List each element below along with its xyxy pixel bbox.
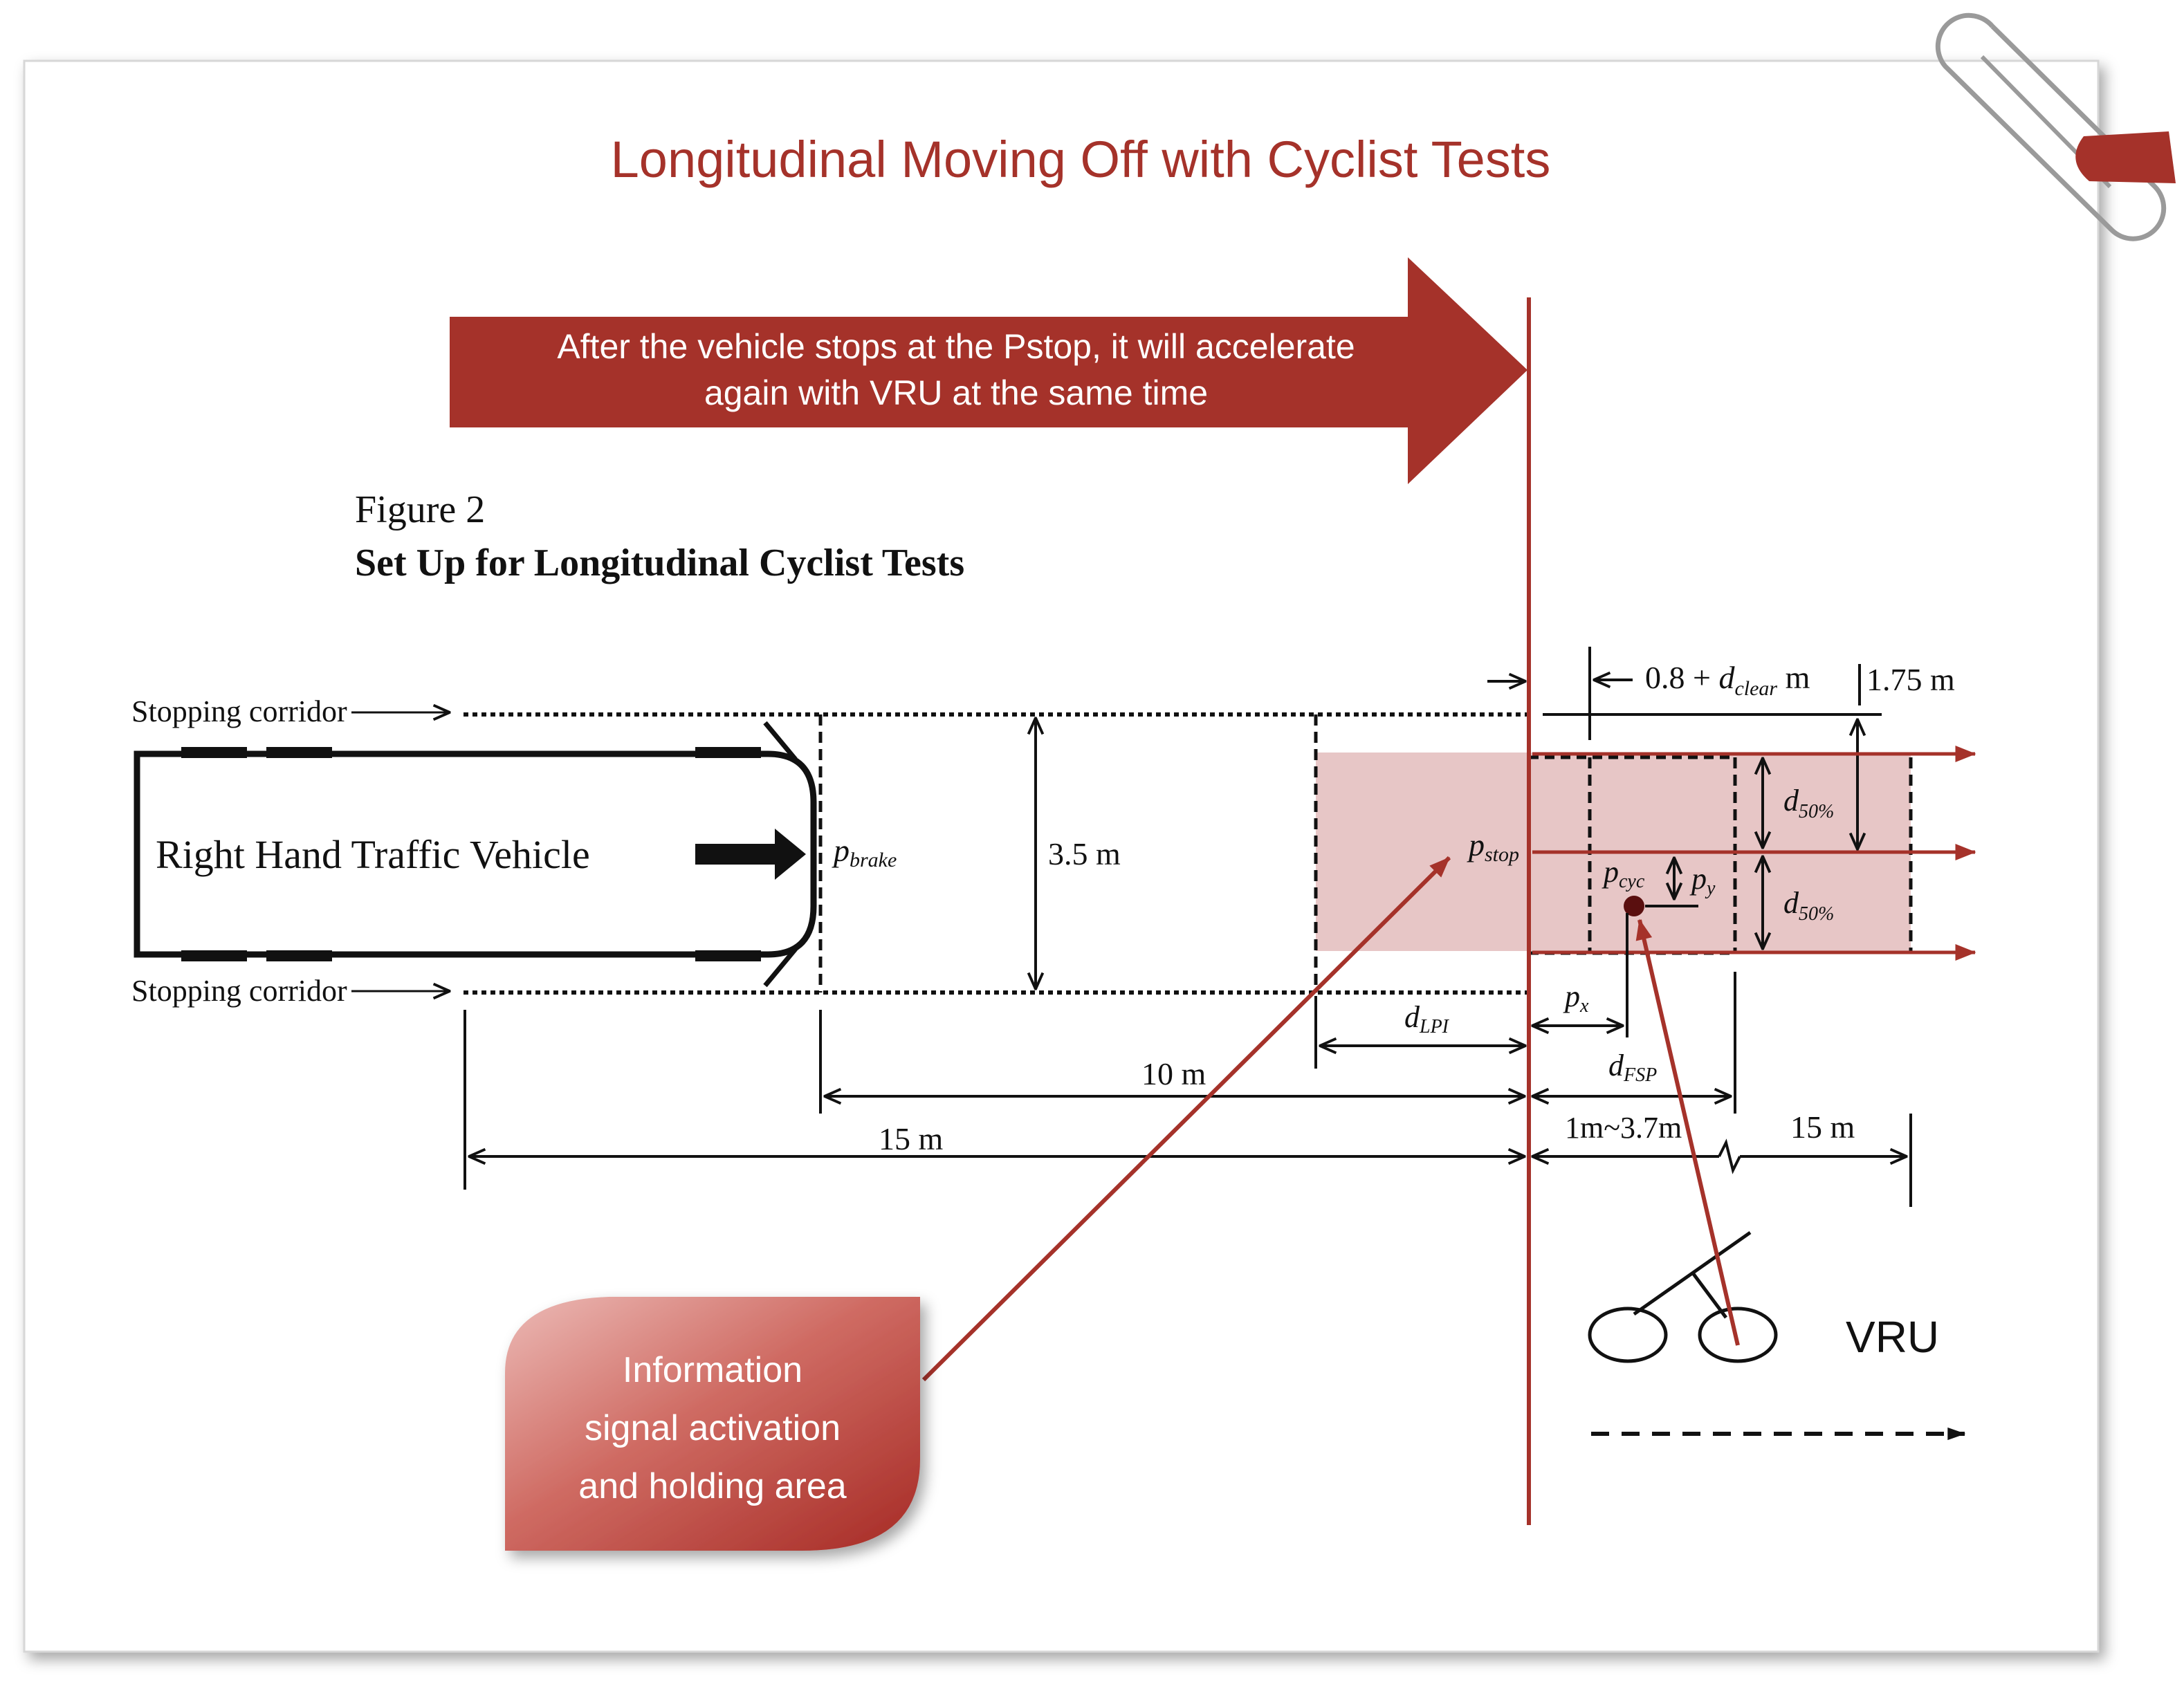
vehicle-label: Right Hand Traffic Vehicle <box>156 832 590 877</box>
d-lpi-label: dLPI <box>1404 1000 1450 1037</box>
corridor-bottom-label: Stopping corridor <box>131 974 347 1008</box>
pointer-to-cyclist <box>1635 919 1740 1346</box>
ten-m-label: 10 m <box>1141 1056 1206 1091</box>
p-y-label: py <box>1689 862 1716 899</box>
pointer-to-holding-area <box>921 856 1451 1382</box>
callout-line2: signal activation <box>585 1408 841 1448</box>
d50-bottom-label: d50% <box>1783 886 1834 925</box>
banner-line2: again with VRU at the same time <box>704 373 1208 412</box>
vehicle <box>134 721 817 988</box>
callout-line3: and holding area <box>578 1466 847 1506</box>
cyclist-position-dot <box>1624 896 1644 916</box>
d-fsp-label: dFSP <box>1608 1049 1657 1086</box>
fifteen-m-left-label: 15 m <box>879 1121 944 1156</box>
p-brake-label: pbrake <box>832 833 897 871</box>
vru-label: VRU <box>1846 1312 1939 1362</box>
corridor-width-label: 3.5 m <box>1048 836 1121 871</box>
clear-dimension-label: 0.8 + dclear m <box>1645 660 1810 700</box>
figure-number: Figure 2 <box>355 488 485 531</box>
bicycle-icon <box>1588 1230 1778 1363</box>
callout-box <box>505 1297 920 1551</box>
vehicle-direction-arrow <box>695 829 806 880</box>
d50-top-label: d50% <box>1783 784 1834 822</box>
p-x-label: px <box>1563 979 1589 1017</box>
banner-arrow <box>450 257 1527 484</box>
p-cyc-label: pcyc <box>1602 855 1645 892</box>
corridor-top-label: Stopping corridor <box>131 694 347 728</box>
banner-line1: After the vehicle stops at the Pstop, it… <box>557 327 1355 366</box>
paperclip-icon <box>1935 12 2176 241</box>
figure-title: Set Up for Longitudinal Cyclist Tests <box>355 542 964 584</box>
callout-line1: Information <box>623 1350 802 1390</box>
slide-title: Longitudinal Moving Off with Cyclist Tes… <box>611 131 1551 188</box>
p-stop-label: pstop <box>1467 827 1519 866</box>
fifteen-m-right-label: 15 m <box>1790 1109 1855 1145</box>
axis-break <box>1718 1138 1741 1174</box>
range-label: 1m~3.7m <box>1565 1111 1682 1145</box>
lane-width-label: 1.75 m <box>1866 662 1955 697</box>
